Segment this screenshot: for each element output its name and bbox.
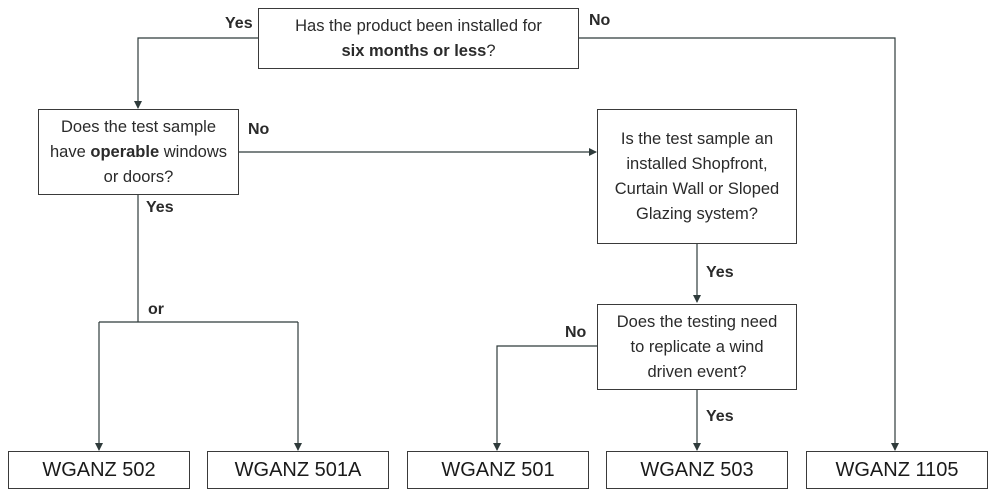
connector-installed-no: [578, 37, 899, 451]
question-installed-suffix: ?: [486, 41, 496, 60]
outcome-wganz-501: WGANZ 501: [407, 451, 589, 489]
label-wind-yes: Yes: [706, 408, 734, 425]
question-installed-bold: six months or less: [341, 41, 487, 60]
question-operable-suffix: windows or doors?: [103, 142, 228, 186]
outcome-wganz-503: WGANZ 503: [606, 451, 788, 489]
label-operable-no: No: [248, 121, 270, 138]
outcome-wganz-501a: WGANZ 501A: [207, 451, 389, 489]
label-installed-yes: Yes: [225, 15, 253, 32]
outcome-label: WGANZ 501: [441, 458, 555, 481]
question-system-text: Is the test sample an installed Shopfron…: [614, 129, 780, 223]
question-system: Is the test sample an installed Shopfron…: [597, 109, 797, 244]
question-wind-text: Does the testing need to replicate a win…: [616, 312, 778, 381]
label-installed-no: No: [589, 12, 611, 29]
question-operable-bold: operable: [90, 142, 160, 161]
label-wind-no: No: [565, 324, 587, 341]
connector-installed-yes: [134, 37, 258, 109]
outcome-label: WGANZ 503: [640, 458, 754, 481]
label-operable-yes: Yes: [146, 199, 174, 216]
outcome-label: WGANZ 501A: [234, 458, 362, 481]
label-system-yes: Yes: [706, 264, 734, 281]
question-installed: Has the product been installed for six m…: [258, 8, 579, 69]
outcome-label: WGANZ 1105: [835, 458, 959, 481]
question-installed-text: Has the product been installed for: [295, 16, 542, 35]
question-operable-text: Does the test sample have: [49, 117, 216, 161]
outcome-label: WGANZ 502: [42, 458, 156, 481]
question-wind: Does the testing need to replicate a win…: [597, 304, 797, 390]
question-operable: Does the test sample have operable windo…: [38, 109, 239, 195]
outcome-wganz-1105: WGANZ 1105: [806, 451, 988, 489]
label-or: or: [148, 301, 164, 318]
outcome-wganz-502: WGANZ 502: [8, 451, 190, 489]
connector-wind-no: [493, 345, 597, 451]
